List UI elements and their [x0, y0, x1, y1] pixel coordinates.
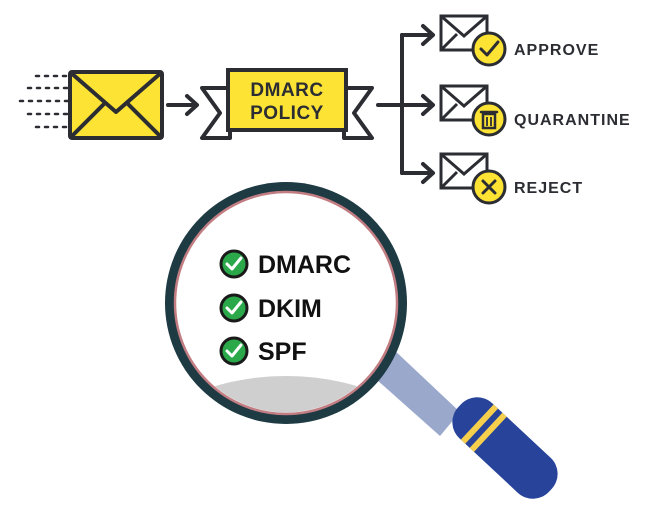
outcome-reject: REJECT: [439, 152, 583, 205]
check-circle-icon: [219, 336, 249, 366]
outcome-label: REJECT: [514, 180, 583, 197]
policy-line2: POLICY: [250, 103, 324, 124]
outcome-label: APPROVE: [514, 42, 599, 59]
check-circle-icon: [219, 293, 249, 323]
check-item-dmarc: DMARC: [219, 249, 351, 279]
check-item-dkim: DKIM: [219, 293, 322, 323]
envelope-icon: [68, 70, 164, 140]
outcome-label: QUARANTINE: [514, 112, 631, 129]
check-label: DKIM: [258, 295, 322, 323]
checklist: DMARC DKIM SPF: [219, 249, 351, 366]
check-circle-icon: [219, 249, 249, 279]
trash-icon: [471, 101, 507, 137]
outcome-quarantine: QUARANTINE: [439, 84, 631, 137]
x-icon: [471, 169, 507, 205]
check-item-spf: SPF: [219, 336, 307, 366]
outcome-approve: APPROVE: [439, 14, 599, 67]
check-icon: [471, 31, 507, 67]
arrow-right-icon: [166, 94, 199, 116]
check-label: DMARC: [258, 251, 351, 279]
lens-shade: [176, 376, 396, 413]
policy-banner: DMARC POLICY: [200, 68, 374, 140]
magnifying-glass-icon: [165, 182, 558, 499]
check-label: SPF: [258, 338, 307, 366]
handle-neck: [368, 348, 460, 436]
incoming-email: [18, 70, 164, 140]
handle-grip: [452, 397, 558, 499]
motion-lines-icon: [18, 74, 70, 129]
policy-line1: DMARC: [250, 80, 323, 101]
branch-connector: [376, 24, 435, 184]
